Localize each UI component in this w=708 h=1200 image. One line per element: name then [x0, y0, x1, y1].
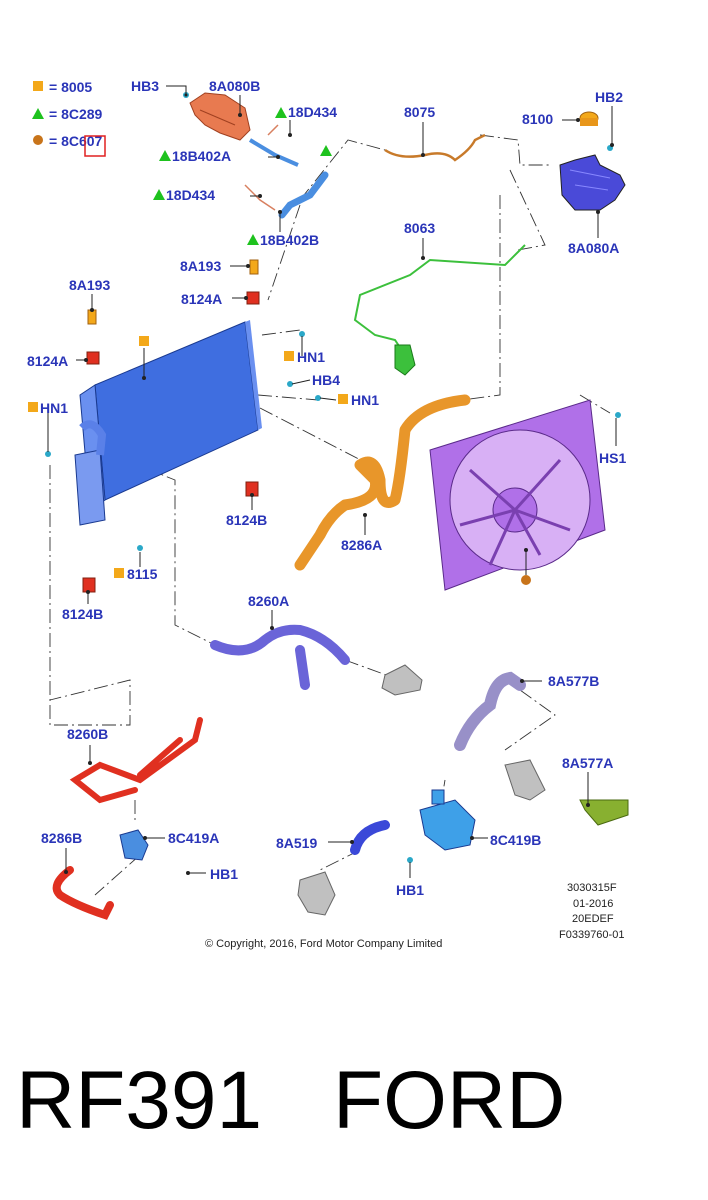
square-marker-hn1-a-icon	[284, 351, 294, 361]
label-18d434-top: 18D434	[288, 104, 337, 120]
legend-label-8005: = 8005	[49, 79, 92, 95]
legend-circle-icon	[33, 135, 43, 145]
meta-line-1: 3030315F	[567, 882, 617, 894]
fitting-8a193-right	[249, 259, 259, 275]
routing-lines	[49, 134, 611, 896]
label-hb3: HB3	[131, 78, 159, 94]
legend: = 8005 = 8C289 = 8C607	[32, 79, 106, 157]
label-hn1-a: HN1	[297, 349, 325, 365]
label-8c419b: 8C419B	[490, 832, 541, 848]
reservoir-8a080a	[559, 154, 626, 211]
hose-8260b	[69, 717, 203, 804]
label-8a193-right: 8A193	[180, 258, 221, 274]
fastener-hn1-a-icon	[299, 331, 305, 337]
legend-triangle-icon	[32, 108, 44, 119]
label-8124b-left: 8124B	[62, 606, 103, 622]
label-8a577a: 8A577A	[562, 755, 613, 771]
legend-label-8c289: = 8C289	[49, 106, 103, 122]
copyright: © Copyright, 2016, Ford Motor Company Li…	[205, 938, 442, 950]
triangle-marker-18b402a-icon	[159, 150, 171, 161]
footer-part-number: RF391	[16, 1055, 262, 1146]
radiator	[74, 320, 262, 526]
connector-8063	[394, 344, 416, 376]
square-marker-radiator-icon	[139, 336, 149, 346]
label-8c419a: 8C419A	[168, 830, 219, 846]
square-marker-hn1-left-icon	[28, 402, 38, 412]
highlight-box	[84, 135, 106, 157]
label-8260a: 8260A	[248, 593, 289, 609]
reservoir-cap-8100	[579, 111, 599, 126]
part-labels: HB3 8A080B 18D434 18B402A 18D434 18B402B…	[27, 78, 626, 898]
fan-shroud	[429, 399, 606, 591]
label-8124a-left: 8124A	[27, 353, 68, 369]
label-8260b: 8260B	[67, 726, 108, 742]
fitting-8124a-left	[86, 351, 100, 365]
hose-8075	[384, 133, 486, 162]
legend-label-8c607: = 8C607	[49, 133, 103, 149]
hose-8286a	[294, 394, 471, 571]
circle-marker-shroud-icon	[521, 575, 531, 585]
pump-8c419b	[419, 789, 476, 851]
label-18d434-mid: 18D434	[166, 187, 215, 203]
label-8a193-left: 8A193	[69, 277, 110, 293]
triangle-marker-top-icon	[320, 145, 332, 156]
fastener-hb4-icon	[287, 381, 293, 387]
pump-8c419a	[119, 829, 149, 861]
label-8a577b: 8A577B	[548, 673, 599, 689]
fastener-hs1-icon	[615, 412, 621, 418]
hose-8286b	[52, 866, 114, 920]
label-8100: 8100	[522, 111, 553, 127]
label-hb2: HB2	[595, 89, 623, 105]
hose-8a577b	[454, 671, 526, 751]
fitting-8a193-left	[87, 309, 97, 325]
reservoir-bracket-8a080b	[189, 92, 251, 141]
fastener-hb1-right-icon	[407, 857, 413, 863]
footer-brand: FORD	[333, 1055, 565, 1146]
label-8124b-mid: 8124B	[226, 512, 267, 528]
label-hs1: HS1	[599, 450, 626, 466]
label-8124a-right: 8124A	[181, 291, 222, 307]
legend-square-icon	[33, 81, 43, 91]
meta-line-3: 20EDEF	[572, 913, 614, 925]
label-8a080a: 8A080A	[568, 240, 619, 256]
thermostat-housing	[381, 664, 423, 696]
hose-assembly-18b402	[244, 124, 329, 219]
hose-8260a	[210, 624, 350, 690]
fitting-8124b-left	[82, 577, 96, 593]
label-hb1-right: HB1	[396, 882, 424, 898]
label-18b402b: 18B402B	[260, 232, 319, 248]
fastener-hn1-b-icon	[315, 395, 321, 401]
label-8a519: 8A519	[276, 835, 317, 851]
label-8115: 8115	[127, 566, 158, 582]
hose-8063	[353, 244, 526, 356]
label-8075: 8075	[404, 104, 435, 120]
connector-8a577a	[504, 759, 629, 826]
meta-line-4: F0339760-01	[559, 929, 624, 941]
meta-line-2: 01-2016	[573, 898, 613, 910]
triangle-marker-18b402b-icon	[247, 234, 259, 245]
label-18b402a: 18B402A	[172, 148, 231, 164]
label-8286b: 8286B	[41, 830, 82, 846]
triangle-marker-18d434-top-icon	[275, 107, 287, 118]
hose-8a519	[350, 820, 390, 855]
fastener-hn1-left-icon	[45, 451, 51, 457]
label-hb1-left: HB1	[210, 866, 238, 882]
label-8286a: 8286A	[341, 537, 382, 553]
label-hb4: HB4	[312, 372, 340, 388]
fastener-8115-icon	[137, 545, 143, 551]
label-hn1-left: HN1	[40, 400, 68, 416]
connector-8a519	[297, 871, 336, 916]
label-8a080b: 8A080B	[209, 78, 260, 94]
square-marker-hn1-b-icon	[338, 394, 348, 404]
label-hn1-b: HN1	[351, 392, 379, 408]
square-marker-8115-icon	[114, 568, 124, 578]
leader-lines	[47, 85, 617, 878]
label-8063: 8063	[404, 220, 435, 236]
fitting-8124a-right	[246, 291, 260, 305]
triangle-marker-18d434-mid-icon	[153, 189, 165, 200]
